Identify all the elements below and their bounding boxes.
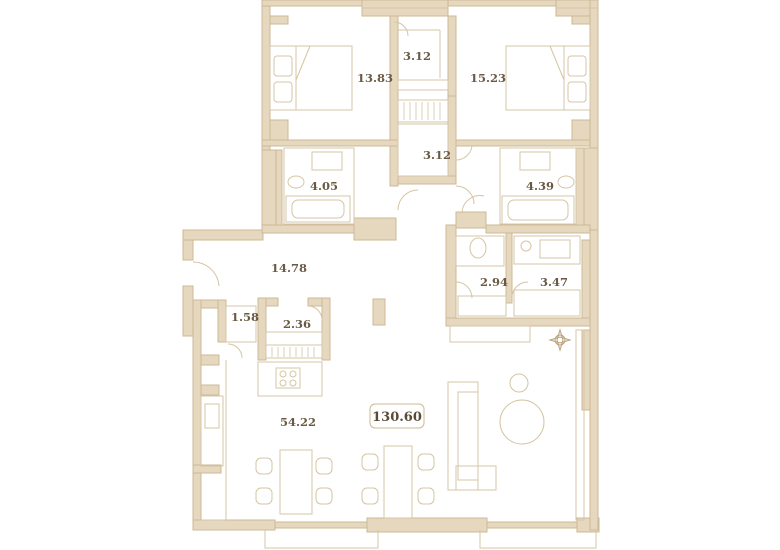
total-area-badge: 130.60 [369,403,425,429]
room-area-storage-small: 1.58 [231,310,259,324]
compass-icon [548,328,572,352]
room-area-wardrobe-entry: 2.36 [283,317,311,331]
total-area-value: 130.60 [372,410,422,425]
room-area-closet-top: 3.12 [403,49,431,63]
room-labels: 13.83 3.12 15.23 3.12 4.05 4.39 14.78 2.… [231,49,568,429]
outer-walls [182,0,600,533]
room-area-laundry: 3.47 [540,275,568,289]
room-area-wc: 2.94 [480,275,508,289]
wardrobe-hatching [271,102,441,357]
room-area-bathroom-right: 4.39 [526,179,554,193]
room-area-living-kitchen: 54.22 [280,415,316,429]
room-area-bedroom-left: 13.83 [357,71,393,85]
interior-lines [192,7,598,549]
room-area-hallway: 14.78 [271,261,307,275]
room-area-closet-middle: 3.12 [423,148,451,162]
room-area-bathroom-left: 4.05 [310,179,338,193]
room-area-bedroom-right: 15.23 [470,71,506,85]
